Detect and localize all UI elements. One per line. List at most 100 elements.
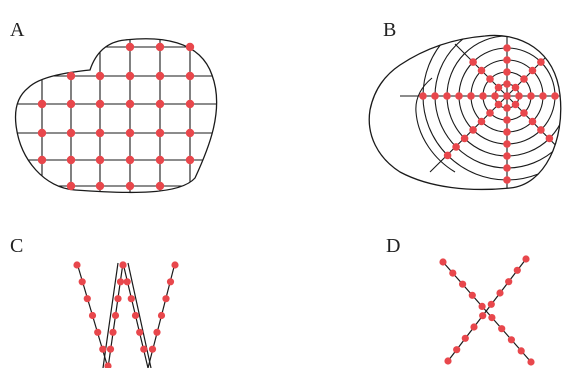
sample-point — [127, 295, 135, 303]
path-c-6 — [127, 262, 152, 368]
sample-point — [155, 99, 165, 109]
sample-point — [494, 100, 503, 109]
sample-point — [527, 358, 535, 366]
sample-point — [479, 92, 487, 100]
sample-point — [157, 311, 166, 320]
sample-point — [460, 134, 469, 143]
sample-point — [503, 152, 511, 160]
sample-point — [95, 155, 105, 165]
sample-point — [419, 92, 427, 100]
sample-point — [478, 302, 486, 310]
sample-point — [511, 100, 520, 109]
sample-point — [503, 140, 511, 148]
sample-point — [171, 261, 179, 269]
sample-point — [153, 328, 161, 336]
sample-point — [185, 71, 195, 81]
sample-point — [537, 58, 545, 66]
path-d-1 — [442, 261, 532, 363]
sample-point — [78, 278, 86, 286]
sample-point — [95, 99, 105, 109]
panel-a-points — [37, 42, 195, 191]
sample-point — [511, 83, 520, 92]
sample-point — [104, 362, 112, 368]
sample-point — [522, 255, 530, 263]
sample-point — [73, 261, 81, 269]
sample-point — [469, 126, 477, 134]
sample-point — [503, 68, 511, 76]
sample-point — [503, 44, 511, 52]
sample-point — [503, 128, 511, 136]
sample-point — [155, 42, 165, 52]
sample-point — [467, 92, 475, 100]
sample-point — [503, 80, 511, 88]
sample-point — [503, 176, 511, 184]
sample-point — [487, 300, 495, 308]
sample-point — [459, 280, 467, 288]
sample-point — [185, 42, 195, 52]
sample-point — [539, 92, 547, 100]
sample-point — [528, 117, 537, 126]
sample-point — [185, 155, 195, 165]
sample-point — [513, 266, 521, 274]
sample-point — [498, 325, 506, 333]
panel-a-outline — [14, 38, 218, 194]
sample-point — [520, 75, 528, 83]
sample-point — [162, 295, 170, 303]
sample-point — [125, 155, 135, 165]
sample-point — [477, 117, 486, 126]
sample-point — [461, 334, 469, 342]
sample-point — [527, 92, 535, 100]
sample-point — [166, 278, 175, 286]
sample-point — [488, 314, 496, 322]
sample-point — [551, 92, 559, 100]
sample-point — [123, 278, 131, 286]
sample-point — [477, 66, 486, 75]
panel-label-c: C — [10, 235, 24, 257]
sample-point — [503, 116, 511, 124]
sample-point — [439, 258, 447, 266]
sample-point — [155, 128, 165, 138]
panel-d-points — [439, 255, 535, 366]
sample-point — [453, 346, 461, 354]
sample-point — [119, 261, 127, 269]
sample-point — [125, 128, 135, 138]
panel-a-grid — [15, 38, 217, 193]
sample-point — [470, 323, 478, 331]
sample-point — [155, 155, 165, 165]
sample-point — [431, 92, 439, 100]
sample-point — [185, 99, 195, 109]
sample-point — [95, 71, 105, 81]
sample-point — [125, 181, 135, 191]
panel-c-points — [73, 261, 179, 368]
sample-point — [114, 295, 122, 303]
panel-label-d: D — [386, 235, 401, 257]
sample-point — [486, 75, 494, 83]
sample-point — [537, 126, 545, 134]
sample-point — [455, 92, 463, 100]
sample-point — [66, 181, 76, 191]
sample-point — [503, 92, 511, 100]
sample-point — [528, 66, 537, 75]
sample-point — [155, 71, 165, 81]
sample-point — [520, 109, 528, 117]
sample-point — [545, 134, 554, 143]
sample-point — [83, 295, 91, 303]
sample-point — [479, 312, 487, 320]
sample-point — [444, 357, 452, 365]
sample-point — [449, 269, 457, 277]
sample-point — [486, 109, 494, 117]
sample-point — [507, 336, 515, 344]
sample-point — [125, 42, 135, 52]
sample-point — [125, 71, 135, 81]
sample-point — [491, 92, 499, 100]
sample-point — [140, 345, 148, 353]
sample-point — [185, 128, 195, 138]
sample-point — [443, 92, 451, 100]
sample-point — [99, 345, 107, 353]
sample-point — [37, 155, 47, 165]
panel-a — [14, 38, 218, 194]
panel-b-outline — [368, 34, 562, 191]
sample-point — [109, 328, 117, 336]
sample-point — [496, 289, 504, 297]
